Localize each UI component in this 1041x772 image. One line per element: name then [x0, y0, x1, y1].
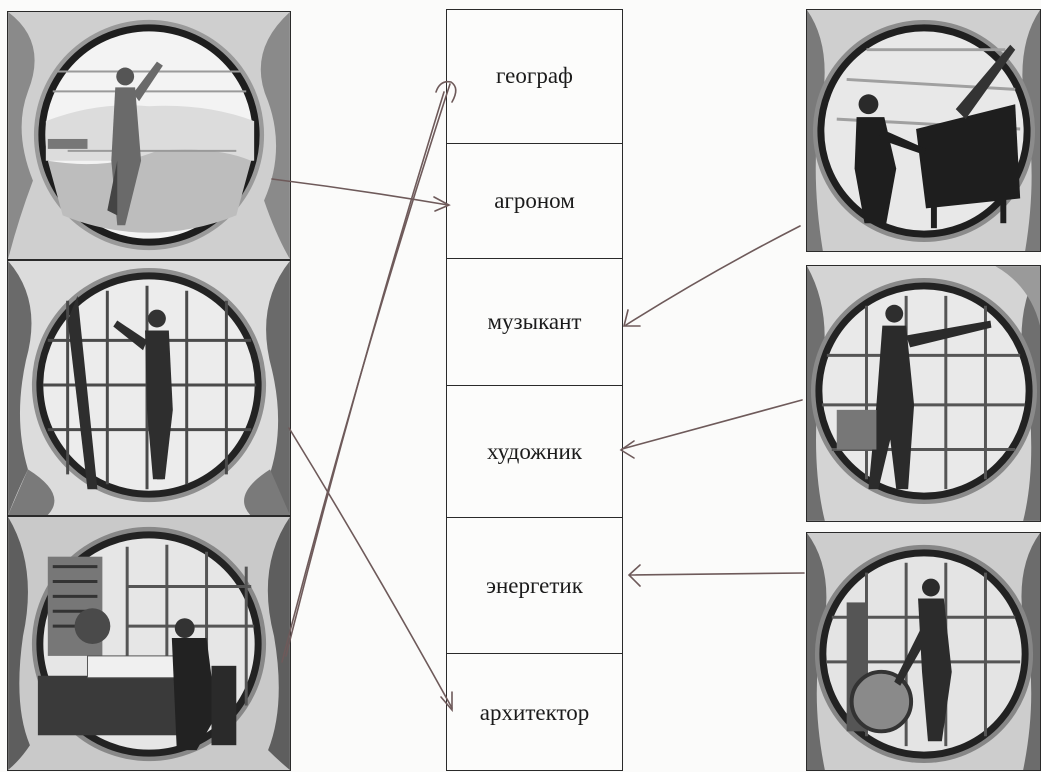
stained-glass-man-waving-landscape-icon [8, 12, 290, 259]
arrow-left3-to-geographer [281, 80, 457, 663]
profession-label: географ [496, 63, 573, 88]
profession-cell-artist[interactable]: художник [447, 385, 622, 517]
profession-cell-geographer[interactable]: географ [447, 10, 622, 143]
profession-cell-musician[interactable]: музыкант [447, 258, 622, 385]
picture-right-3[interactable] [806, 532, 1041, 771]
professions-table: географ агроном музыкант художник энерге… [446, 9, 623, 771]
left-pictures-column [7, 11, 291, 771]
picture-right-1[interactable] [806, 9, 1041, 252]
profession-label: агроном [494, 188, 575, 213]
profession-cell-agronomist[interactable]: агроном [447, 143, 622, 258]
arrow-left1-to-agronomist [271, 178, 451, 212]
stained-glass-man-pointing-icon [807, 266, 1040, 521]
profession-cell-architect[interactable]: архитектор [447, 653, 622, 772]
stained-glass-man-at-easel-icon [8, 261, 290, 515]
picture-left-2[interactable] [7, 260, 291, 516]
arrow-right2-to-artist [619, 399, 803, 459]
right-pictures-column [806, 9, 1041, 771]
arrow-right1-to-musician [622, 225, 801, 327]
profession-cell-energetic[interactable]: энергетик [447, 517, 622, 653]
picture-right-2[interactable] [806, 265, 1041, 522]
arrow-right3-to-energetic [627, 564, 805, 587]
picture-left-1[interactable] [7, 11, 291, 260]
stained-glass-pianist-icon [807, 10, 1040, 251]
profession-label: архитектор [479, 700, 590, 725]
profession-label: энергетик [486, 572, 583, 598]
picture-left-3[interactable] [7, 516, 291, 771]
profession-label: музыкант [487, 309, 582, 334]
stained-glass-man-with-wheel-icon [807, 533, 1040, 770]
stained-glass-man-at-desk-with-globe-icon [8, 517, 290, 770]
profession-label: художник [487, 438, 582, 464]
arrow-left2-to-architect [288, 427, 453, 713]
